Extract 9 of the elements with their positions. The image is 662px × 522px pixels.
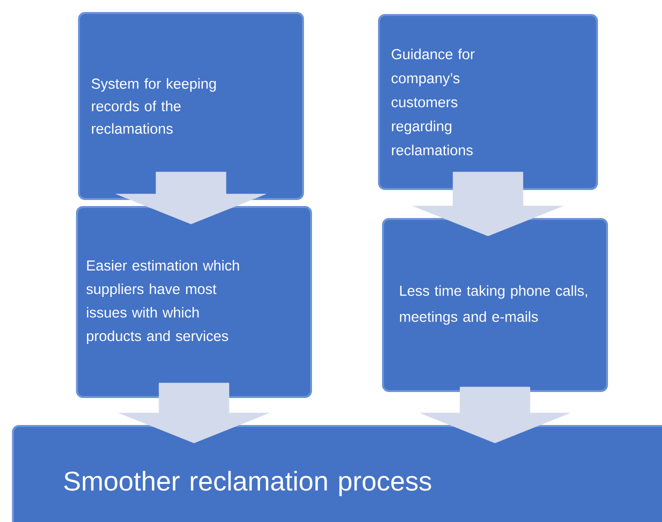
- process-box: Smoother reclamation process: [12, 425, 662, 522]
- process-box: Guidance for company’s customers regarding reclamations: [378, 14, 598, 190]
- arrow: [116, 172, 266, 224]
- process-box: System for keeping records of the reclamations: [78, 12, 304, 200]
- arrow: [412, 172, 564, 236]
- process-box: Easier estimation which suppliers have most issues with which products and services: [76, 206, 312, 398]
- process-box: Less time taking phone calls, meetings and e-mails: [382, 218, 608, 392]
- arrow: [118, 382, 270, 444]
- arrow: [420, 386, 570, 444]
